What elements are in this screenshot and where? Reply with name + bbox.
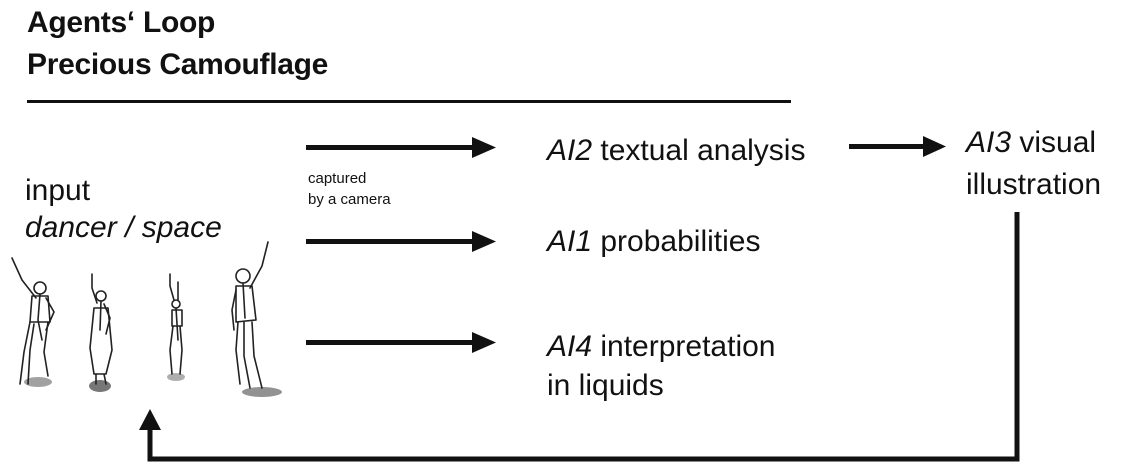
ai4-label: interpretation [592, 330, 776, 363]
title-divider [27, 100, 791, 103]
input-subject: dancer / space [25, 210, 222, 246]
ai2-label: textual analysis [592, 134, 806, 167]
input-label: input [25, 174, 91, 207]
ai4-label-line-2: in liquids [547, 369, 664, 402]
ai3-node: AI3 visual [966, 125, 1096, 161]
capture-note-line-1: captured [308, 170, 367, 187]
diagram-title-line-1: Agents‘ Loop [27, 6, 216, 39]
ai4-id: AI4 [547, 330, 593, 363]
arrow-to-ai4-icon [306, 332, 496, 353]
ai3-label-line-2: illustration [966, 168, 1102, 201]
ai1-node: AI1 probabilities [547, 224, 760, 260]
ai3-label: visual [1011, 126, 1097, 159]
arrow-to-ai2-icon [306, 137, 496, 158]
input-subject-text: dancer / space [25, 211, 222, 244]
arrow-ai2-to-ai3-icon [849, 136, 946, 157]
ai3-id: AI3 [966, 126, 1012, 159]
ai4-node: AI4 interpretation [547, 329, 775, 365]
ai1-label: probabilities [592, 225, 761, 258]
ai2-node: AI2 textual analysis [547, 133, 805, 169]
loop-back-arrow-icon [139, 212, 1020, 462]
ai2-id: AI2 [547, 134, 593, 167]
arrow-to-ai1-icon [306, 231, 496, 252]
ai1-id: AI1 [547, 225, 593, 258]
diagram-title-line-2: Precious Camouflage [27, 48, 329, 81]
capture-note-line-2: by a camera [308, 191, 391, 208]
dancer-sketch-icon [11, 241, 282, 397]
